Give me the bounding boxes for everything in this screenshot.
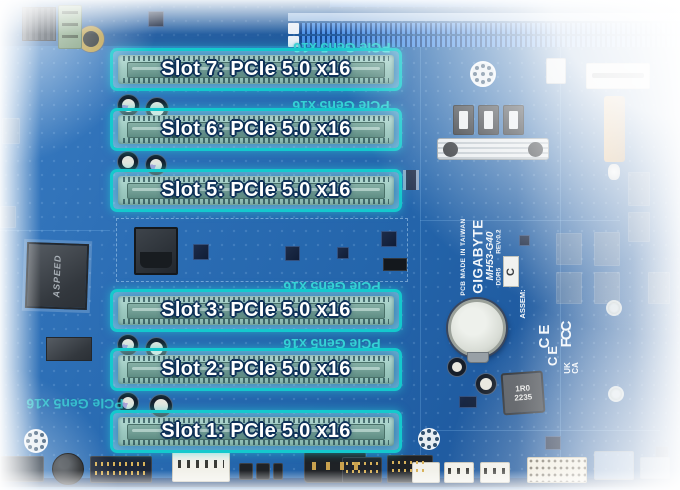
header-faded bbox=[594, 451, 634, 480]
qfn-chip bbox=[337, 247, 349, 259]
pcie-slot-5-label: Slot 5: PCIe 5.0 x16 bbox=[161, 179, 351, 201]
qfn-chip bbox=[193, 244, 209, 260]
memory-chip-faded bbox=[594, 232, 620, 266]
standoff bbox=[608, 164, 620, 180]
pcie-slot-2-highlight: Slot 2: PCIe 5.0 x16 bbox=[110, 348, 402, 391]
gpio-header bbox=[527, 457, 587, 483]
ukca-mark: UK CA bbox=[563, 355, 581, 381]
pcb-trace bbox=[0, 230, 110, 231]
memory-chip-faded bbox=[648, 272, 670, 304]
qfn-chip bbox=[519, 235, 530, 246]
header-pins bbox=[392, 469, 428, 472]
pcie-slot-2-label: Slot 2: PCIe 5.0 x16 bbox=[161, 358, 351, 380]
vrm-heatsink bbox=[437, 138, 549, 160]
memory-chip bbox=[46, 337, 92, 361]
memory-chip-faded bbox=[556, 233, 582, 265]
header-pins bbox=[346, 462, 378, 465]
mounting-hole bbox=[608, 386, 624, 402]
connector-pins bbox=[178, 460, 224, 468]
jumper-block bbox=[383, 258, 407, 271]
vrm-choke bbox=[453, 105, 474, 135]
qfn-chip bbox=[459, 396, 477, 408]
qfn-chip bbox=[545, 436, 561, 450]
pcie-slot-7-label: Slot 7: PCIe 5.0 x16 bbox=[161, 58, 351, 80]
memory-chip-faded bbox=[556, 272, 582, 304]
ukca-line2: CA bbox=[571, 362, 580, 374]
cmos-battery bbox=[448, 299, 506, 363]
header-pins bbox=[95, 471, 147, 475]
memory-chip-faded bbox=[628, 172, 650, 206]
pin-header bbox=[0, 456, 44, 482]
jumper bbox=[239, 463, 253, 480]
dimm-slot bbox=[288, 13, 680, 21]
pcie-slot-5-highlight: Slot 5: PCIe 5.0 x16 bbox=[110, 169, 402, 212]
pcie-slot-3-highlight: Slot 3: PCIe 5.0 x16 bbox=[110, 289, 402, 332]
chip-faded bbox=[2, 118, 20, 144]
header-pins bbox=[95, 462, 147, 466]
fan-header bbox=[24, 429, 48, 453]
assembly-label: ASSEM: bbox=[517, 289, 527, 319]
power-module bbox=[546, 58, 566, 84]
m2-slot-opening bbox=[592, 73, 644, 78]
front-panel-header bbox=[90, 456, 152, 483]
pcb-trace bbox=[420, 220, 620, 221]
silkscreen-made-in: PCB MADE IN TAIWAN bbox=[459, 218, 467, 296]
revision-label: REV:0.2 bbox=[495, 229, 503, 254]
mounting-hole bbox=[606, 300, 622, 316]
vrm-choke bbox=[503, 105, 524, 135]
pcie-slot-6-highlight: Slot 6: PCIe 5.0 x16 bbox=[110, 108, 402, 151]
chip-faded bbox=[0, 206, 16, 228]
socket-connector-key bbox=[140, 252, 172, 268]
pcie-slot-3-label: Slot 3: PCIe 5.0 x16 bbox=[161, 299, 351, 321]
pcie-slot-1-label: Slot 1: PCIe 5.0 x16 bbox=[161, 420, 351, 442]
dimm-latch bbox=[288, 23, 299, 34]
pcb-trace bbox=[420, 46, 421, 480]
dimm-slot bbox=[300, 23, 680, 34]
qfn-chip bbox=[148, 11, 164, 27]
pcb-trace bbox=[430, 430, 660, 431]
memory-chip-faded bbox=[594, 272, 620, 304]
capacitor bbox=[448, 358, 466, 376]
qfn-chip bbox=[285, 246, 300, 261]
aspeed-chip-label: ASPEED bbox=[51, 254, 63, 298]
header-pins bbox=[392, 461, 428, 464]
header-faded bbox=[640, 457, 670, 479]
copper-thermal-pad bbox=[604, 96, 625, 162]
terminal-block-slots bbox=[62, 11, 78, 14]
jumper bbox=[273, 463, 283, 480]
fan-connector bbox=[412, 462, 440, 483]
memory-chip-faded bbox=[628, 212, 650, 242]
vrm-choke bbox=[478, 105, 499, 135]
assembly-sticker-value: C bbox=[504, 267, 517, 276]
pcie-slot-7-highlight: Slot 7: PCIe 5.0 x16 bbox=[110, 48, 402, 91]
header-pins bbox=[346, 470, 378, 473]
fan-header bbox=[418, 428, 440, 450]
ddr-label: DDR5 bbox=[495, 267, 503, 286]
soic-chip bbox=[403, 170, 419, 190]
capacitor bbox=[476, 374, 496, 394]
power-inductor: 1R0 2235 bbox=[500, 370, 546, 416]
qfn-chip bbox=[381, 231, 397, 247]
pcie-slot-6-label: Slot 6: PCIe 5.0 x16 bbox=[161, 118, 351, 140]
dimm-slot bbox=[330, 0, 680, 7]
heatsink-small bbox=[22, 7, 56, 41]
inductor-marking-2: 2235 bbox=[514, 392, 533, 403]
buzzer bbox=[52, 453, 84, 485]
jumper bbox=[256, 463, 270, 480]
connector-pins bbox=[448, 468, 470, 474]
connector-pins bbox=[484, 468, 506, 474]
pcie-slot-1-highlight: Slot 1: PCIe 5.0 x16 bbox=[110, 410, 402, 453]
fan-header bbox=[470, 61, 496, 87]
fcc-mark: FCC bbox=[557, 322, 575, 348]
